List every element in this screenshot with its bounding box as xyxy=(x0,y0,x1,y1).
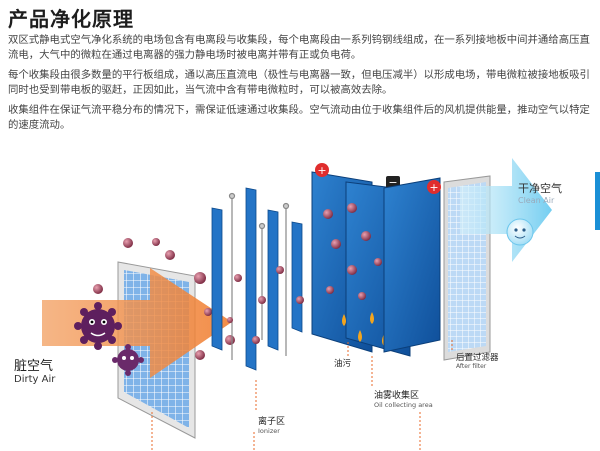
ionizer-panel xyxy=(211,187,303,371)
oil-area-label: 油雾收集区 Oil collecting area xyxy=(374,388,433,409)
ionizer-cn: 离子区 xyxy=(258,417,286,427)
after-filter-en: After filter xyxy=(456,363,487,370)
ionizer-label: 离子区 Ionizer xyxy=(258,414,285,435)
plus-plate-panel xyxy=(383,177,441,353)
description-paragraph-1: 双区式静电式空气净化系统的电场包含有电离段与收集段，每个电离段由一系列钨钢线组成… xyxy=(8,34,590,61)
after-filter-label: 后置过滤器 After filter xyxy=(456,351,499,370)
dirty-air-label: 脏空气 Dirty Air xyxy=(14,355,55,385)
oil-area-cn: 油雾收集区 xyxy=(374,391,420,401)
clean-air-cn: 干净空气 xyxy=(518,182,562,195)
dirty-air-cn: 脏空气 xyxy=(14,359,54,374)
clean-air-orb xyxy=(506,218,534,246)
description-paragraph-2: 每个收集段由很多数量的平行板组成，通以高压直流电（极性与电离器一致，但电压减半）… xyxy=(8,69,590,96)
svg-text:+: + xyxy=(429,181,438,194)
plus-icon: + xyxy=(315,163,329,177)
ionizer-en: Ionizer xyxy=(258,427,280,435)
germ-icon xyxy=(74,302,122,350)
oil-stain-label: 油污 xyxy=(334,357,351,369)
accent-strip xyxy=(595,172,600,230)
germ-icon xyxy=(112,344,144,376)
oil-stain-cn: 油污 xyxy=(334,359,352,369)
clean-air-label: 干净空气 Clean Air xyxy=(518,180,562,205)
oil-drops xyxy=(342,312,386,346)
after-filter-cn: 后置过滤器 xyxy=(456,353,499,363)
plus-icon: + xyxy=(427,180,441,194)
minus-icon: − xyxy=(386,176,400,189)
svg-text:−: − xyxy=(388,176,397,189)
ionizer-wires xyxy=(228,192,290,360)
svg-text:+: + xyxy=(317,164,326,177)
dirty-air-arrow xyxy=(42,268,232,378)
clean-air-en: Clean Air xyxy=(518,196,555,205)
dirty-air-en: Dirty Air xyxy=(14,374,56,385)
oil-area-en: Oil collecting area xyxy=(374,401,433,409)
description-paragraph-3: 收集组件在保证气流平稳分布的情况下，需保证低速通过收集段。空气流动由位于收集组件… xyxy=(8,104,590,131)
page-title: 产品净化原理 xyxy=(8,7,134,31)
